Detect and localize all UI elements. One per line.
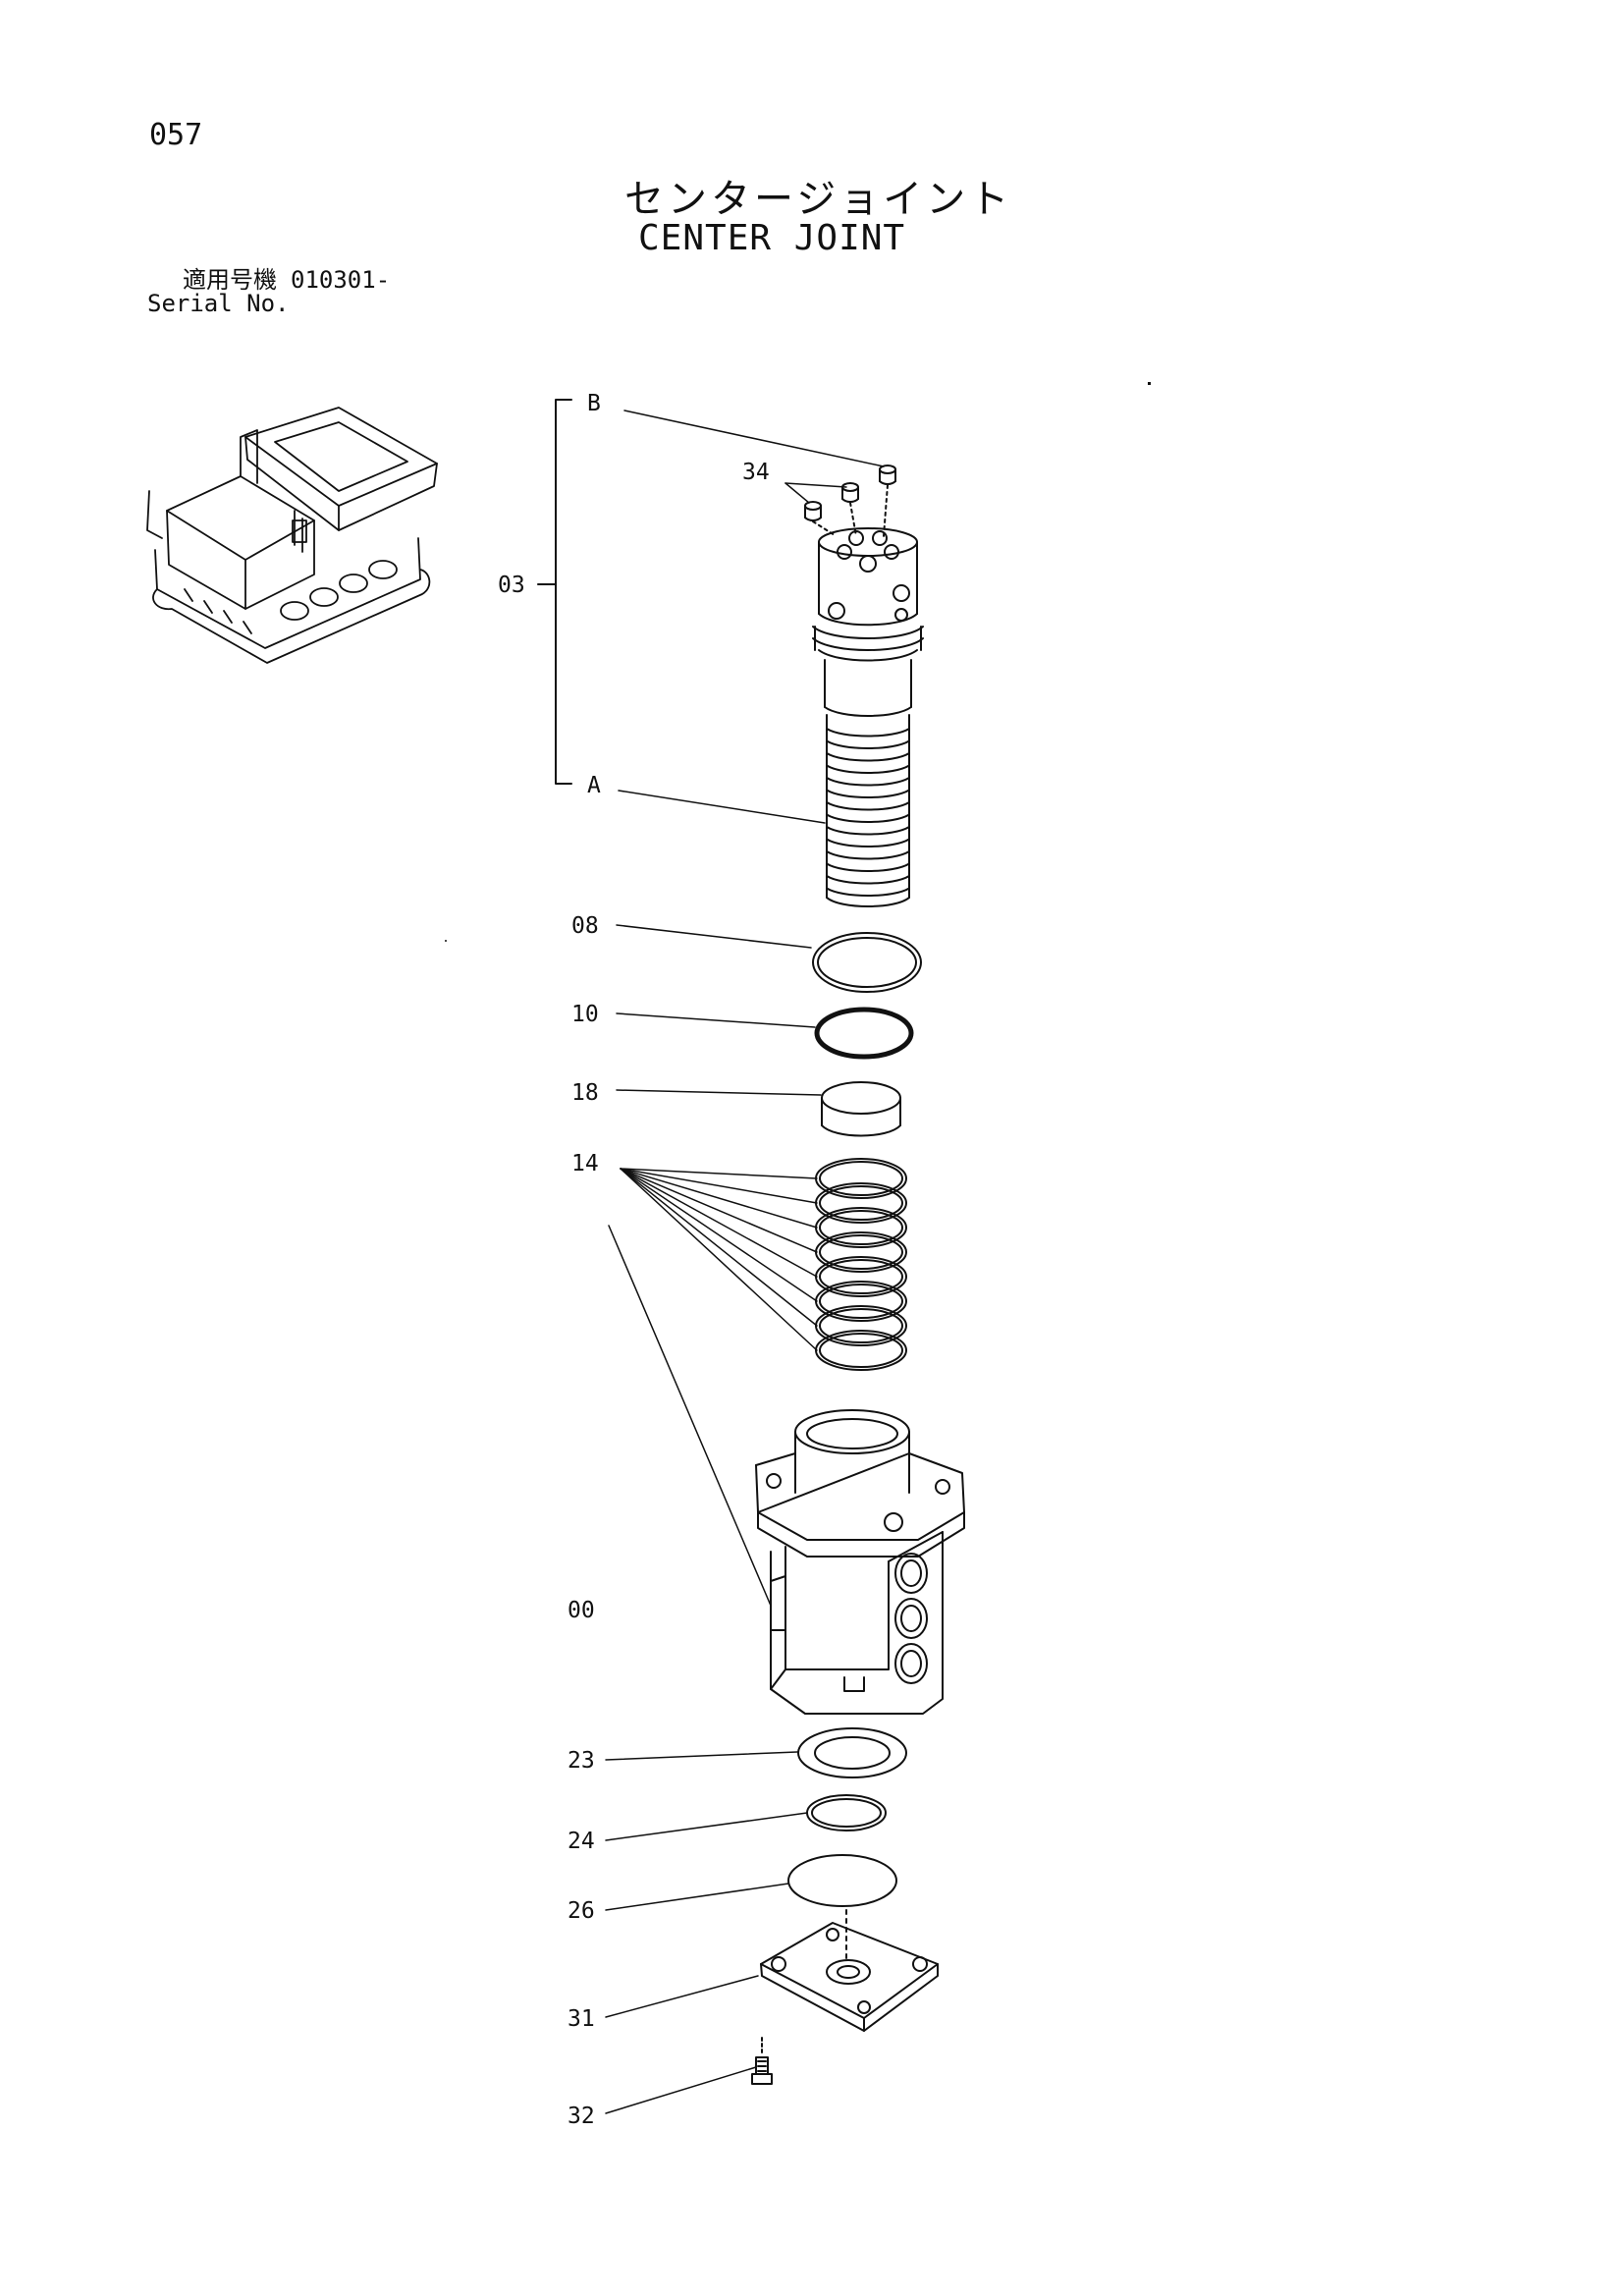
leader-line (620, 1168, 818, 1253)
machine-thumbnail (146, 407, 438, 664)
callout-31: 31 (568, 2006, 595, 2032)
thrust-ring-part-23 (797, 1727, 907, 1778)
shaft-groove (826, 752, 910, 762)
shaft-groove (826, 826, 910, 836)
callout-08: 08 (571, 913, 599, 939)
leader-line (620, 1168, 818, 1302)
shaft-groove (826, 838, 910, 847)
seal-ring-inner (819, 1234, 903, 1270)
callout-10: 10 (571, 1002, 599, 1027)
leader-line (620, 1168, 818, 1204)
leader-lines (605, 410, 885, 2114)
bushing-part-18 (821, 1081, 901, 1137)
page-title: CENTER JOINT (638, 218, 906, 258)
callout-00: 00 (568, 1598, 595, 1623)
paper-specks (445, 382, 1151, 942)
bolt-part-32 (751, 2037, 773, 2085)
callout-14: 14 (571, 1151, 599, 1176)
serial-label: Serial No. (147, 290, 290, 317)
callout-03: 03 (498, 573, 525, 598)
cover-plate-part-31 (760, 1909, 939, 2032)
shaft-groove (826, 739, 910, 749)
callout-26: 26 (568, 1898, 595, 1924)
callout-A: A (587, 773, 601, 798)
shaft-groove (826, 801, 910, 811)
callout-18: 18 (571, 1080, 599, 1106)
callout-B: B (587, 391, 601, 416)
shaft-groove (826, 887, 910, 897)
snap-ring-part-24 (806, 1794, 887, 1831)
shaft-grooves (826, 728, 910, 897)
seal-ring-inner (819, 1259, 903, 1294)
leader-line (620, 1168, 818, 1179)
plug-part-34 (804, 465, 896, 537)
seal-ring (815, 1330, 907, 1371)
leader-line (620, 1168, 818, 1351)
callout-23: 23 (568, 1748, 595, 1774)
page-number: 057 (149, 118, 203, 152)
leader-line (620, 1168, 818, 1229)
seal-ring-inner (819, 1161, 903, 1196)
serial-range: 適用号機 010301- (183, 260, 390, 295)
callout-labels: B 34 03 A 08 10 18 14 00 23 24 26 31 32 (498, 391, 770, 2129)
o-ring-part-10 (814, 1007, 914, 1060)
leader-line (620, 1168, 818, 1278)
callout-32: 32 (568, 2104, 595, 2129)
seal-ring-inner (819, 1185, 903, 1221)
page-title-japanese: センタージョイント (624, 177, 1013, 222)
seal-ring-inner (819, 1284, 903, 1319)
shaft-groove (826, 777, 910, 787)
rotor-spindle-part-03 (812, 527, 924, 907)
shaft-groove (826, 862, 910, 872)
disc-seal-part-26 (787, 1854, 897, 1907)
shaft-groove (826, 789, 910, 798)
seal-ring-inner (819, 1308, 903, 1343)
assembly-bracket-03 (537, 399, 572, 785)
seal-ring-inner (819, 1210, 903, 1245)
serial-label-japanese: 適用号機 (183, 266, 277, 294)
ring-part-08 (812, 932, 922, 993)
callout-34: 34 (742, 460, 770, 485)
shaft-groove (826, 728, 910, 738)
housing-body-part-00 (755, 1409, 965, 1715)
shaft-groove (826, 813, 910, 823)
serial-code: 010301- (291, 266, 391, 294)
callout-24: 24 (568, 1829, 595, 1854)
shaft-groove (826, 850, 910, 860)
shaft-groove (826, 764, 910, 774)
shaft-groove (826, 875, 910, 885)
leader-line (620, 1168, 818, 1327)
leader-fan-part-14 (620, 1168, 818, 1351)
seal-stack-part-14 (815, 1158, 907, 1371)
seal-ring-inner (819, 1333, 903, 1368)
